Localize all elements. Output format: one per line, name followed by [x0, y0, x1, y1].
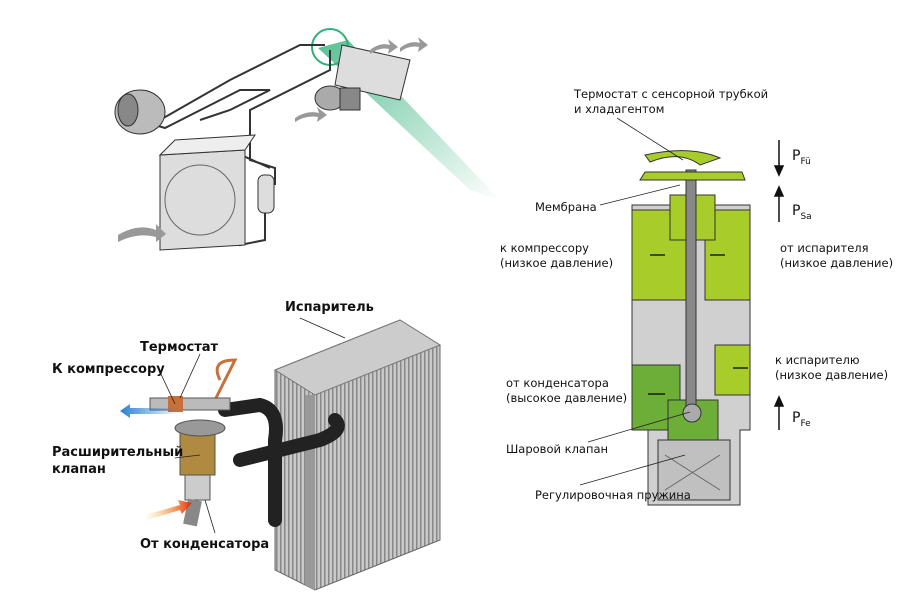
to-compressor-label: к компрессору(низкое давление)	[500, 241, 613, 271]
expansion-valve-label: Расширительный клапан	[52, 444, 183, 478]
valve-cross-section	[631, 150, 751, 506]
airflow-arrows	[118, 37, 428, 242]
thermostat-label: Термостат	[140, 340, 219, 355]
p-main: P	[792, 410, 801, 426]
expansion-valve-image	[149, 358, 238, 527]
cold-flow-arrow	[120, 404, 180, 418]
to-compressor-evap-label: К компрессору	[52, 362, 165, 377]
to-compressor-line1: к компрессору	[500, 241, 589, 255]
from-condenser-valve-line1: от конденсатора	[506, 376, 609, 390]
thermostat-sensor-line2: и хладагентом	[574, 102, 665, 116]
p-main: P	[792, 203, 801, 219]
pressure-sa-label: PSa	[792, 203, 812, 222]
evaporator-label: Испаритель	[285, 300, 374, 315]
expansion-valve-line1: Расширительный	[52, 445, 184, 460]
hot-flow-arrow	[145, 500, 192, 520]
blower-icon	[314, 85, 361, 111]
evaporator-image	[273, 319, 442, 591]
p-sub: Fü	[800, 156, 811, 167]
pressure-arrows	[773, 140, 785, 430]
evaporator-small-icon	[334, 44, 411, 101]
to-compressor-line2: (низкое давление)	[500, 256, 614, 270]
p-sub: Sa	[800, 211, 812, 222]
condenser-icon	[158, 134, 256, 251]
to-evaporator-label: к испарителю(низкое давление)	[775, 353, 888, 383]
evaporator-pipes	[218, 397, 345, 527]
from-evaporator-line1: от испарителя	[780, 241, 869, 255]
from-evaporator-line2: (низкое давление)	[780, 256, 894, 270]
expansion-valve-line2: клапан	[52, 462, 106, 477]
from-condenser-valve-label: от конденсатора(высокое давление)	[506, 376, 627, 406]
to-evaporator-line2: (низкое давление)	[775, 368, 889, 382]
to-evaporator-line1: к испарителю	[775, 353, 860, 367]
from-condenser-valve-line2: (высокое давление)	[506, 391, 628, 405]
ball-valve-label: Шаровой клапан	[506, 442, 609, 456]
p-sub: Fe	[800, 418, 811, 429]
from-evaporator-label: от испарителя(низкое давление)	[780, 241, 893, 271]
pressure-fu-label: PFü	[792, 148, 811, 167]
compressor-icon	[114, 89, 166, 135]
pressure-fe-label: PFe	[792, 410, 811, 429]
membrane-label: Мембрана	[535, 200, 597, 214]
from-condenser-label: От конденсатора	[140, 537, 270, 552]
receiver-drier-icon	[257, 174, 275, 214]
thermostat-sensor-line1: Термостат с сенсорной трубкой	[574, 87, 769, 101]
spring-label: Регулировочная пружина	[535, 488, 691, 502]
p-main: P	[792, 148, 801, 164]
